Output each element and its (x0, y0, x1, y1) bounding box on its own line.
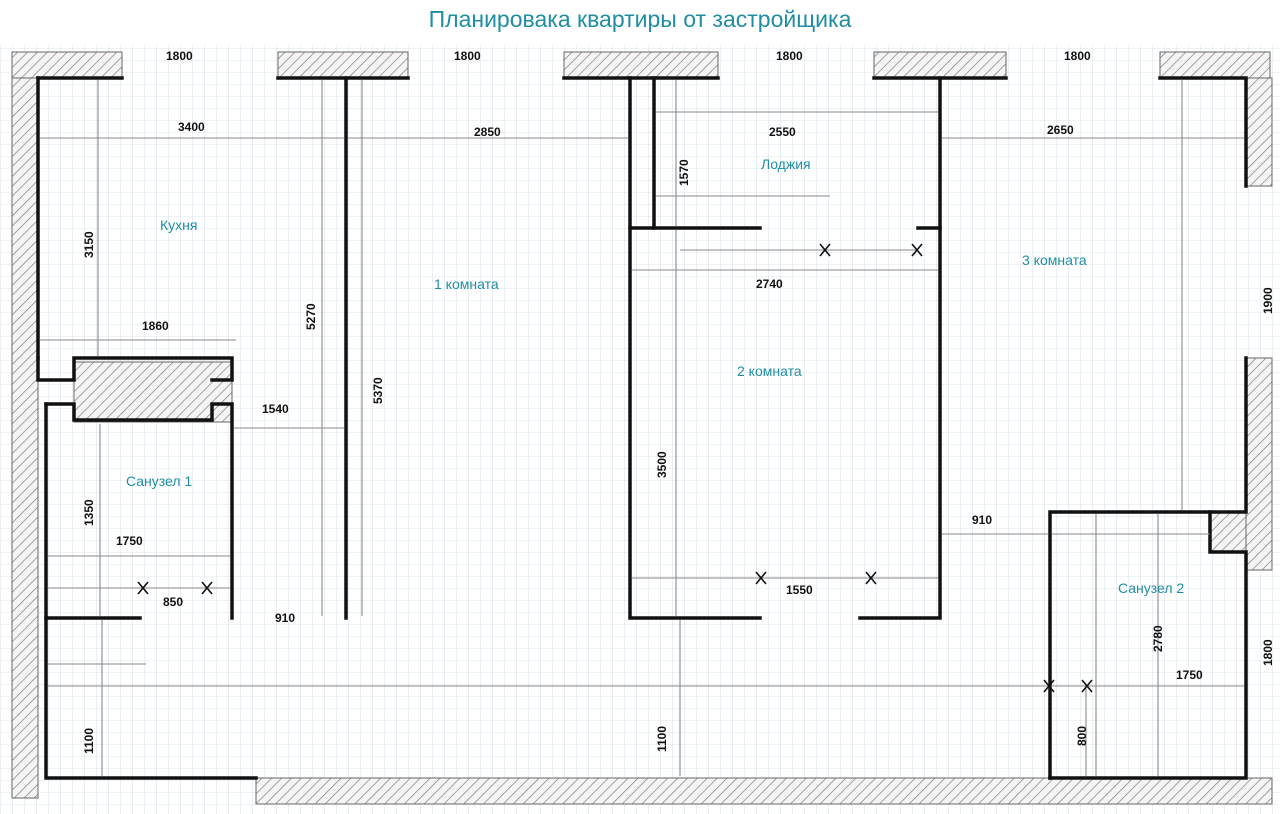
room-label-room3: 3 комната (1022, 252, 1087, 268)
dimension-lines (40, 80, 1244, 776)
dim-door-910-right: 910 (972, 513, 992, 527)
room-label-room2: 2 комната (737, 363, 802, 379)
dim-bath2-width: 1750 (1176, 668, 1203, 682)
dim-room2-depth: 3500 (655, 451, 669, 478)
room-label-bath2: Санузел 2 (1118, 580, 1184, 596)
room-label-room1: 1 комната (434, 276, 499, 292)
dim-window-1: 1800 (166, 49, 193, 63)
dim-hall-right: 800 (1075, 726, 1089, 746)
dim-corridor: 1540 (262, 402, 289, 416)
dim-room1-depth-b: 5370 (371, 377, 385, 404)
dim-window-4: 1800 (1064, 49, 1091, 63)
room-label-loggia: Лоджия (761, 156, 811, 172)
dim-kitchen-width: 3400 (178, 120, 205, 134)
dimension-ticks (137, 243, 1093, 693)
dim-hall-left: 1100 (82, 728, 96, 754)
room-label-bath1: Санузел 1 (126, 473, 192, 489)
dim-loggia-depth: 1570 (677, 159, 691, 186)
dim-window-3: 1800 (776, 49, 803, 63)
page-title: Планировака квартиры от застройщика (428, 6, 852, 32)
dim-door-850: 850 (163, 595, 183, 609)
dim-loggia-width: 2550 (769, 125, 796, 139)
dim-room1-depth-a: 5270 (304, 303, 318, 330)
dim-door-910-left: 910 (275, 611, 295, 625)
dim-kitchen-depth: 3150 (82, 231, 96, 258)
dim-bath1-width: 1750 (116, 534, 143, 548)
dim-room2-bottom: 1550 (786, 583, 813, 597)
dim-room1-width: 2850 (474, 125, 501, 139)
exterior-walls (11, 51, 1273, 805)
dim-bath1-height: 1350 (82, 499, 96, 526)
interior-walls (36, 76, 1248, 780)
dim-hall-center: 1100 (655, 726, 669, 752)
dim-right-bottom: 1800 (1261, 639, 1275, 666)
room-label-kitchen: Кухня (160, 217, 197, 233)
graph-paper (0, 45, 1280, 814)
dim-room2-width: 2740 (756, 277, 783, 291)
dim-window-2: 1800 (454, 49, 481, 63)
dim-kitchen-lower: 1860 (142, 319, 169, 333)
dim-bath2-height: 2780 (1151, 625, 1165, 652)
dim-right-window: 1900 (1261, 287, 1275, 314)
dim-room3-width: 2650 (1047, 123, 1074, 137)
